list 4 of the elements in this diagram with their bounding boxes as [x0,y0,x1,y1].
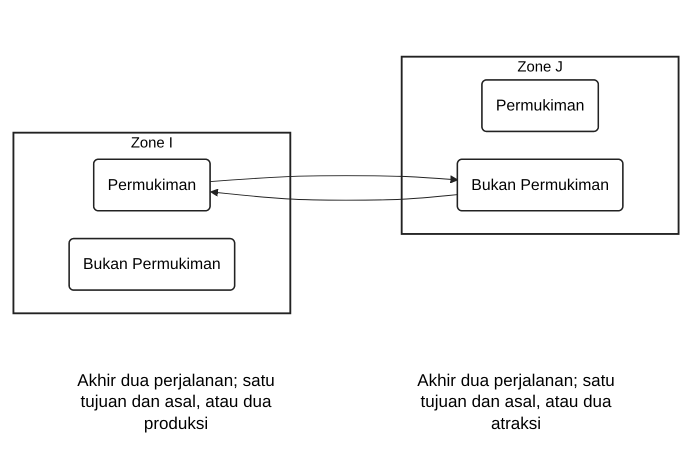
zone-caption: Akhir dua perjalanan; satu tujuan dan asal, atau dua produksi [76,370,276,434]
arrow [210,175,458,184]
arrow [210,188,458,201]
zone-caption: Akhir dua perjalanan; satu tujuan dan asal, atau dua atraksi [416,370,616,434]
